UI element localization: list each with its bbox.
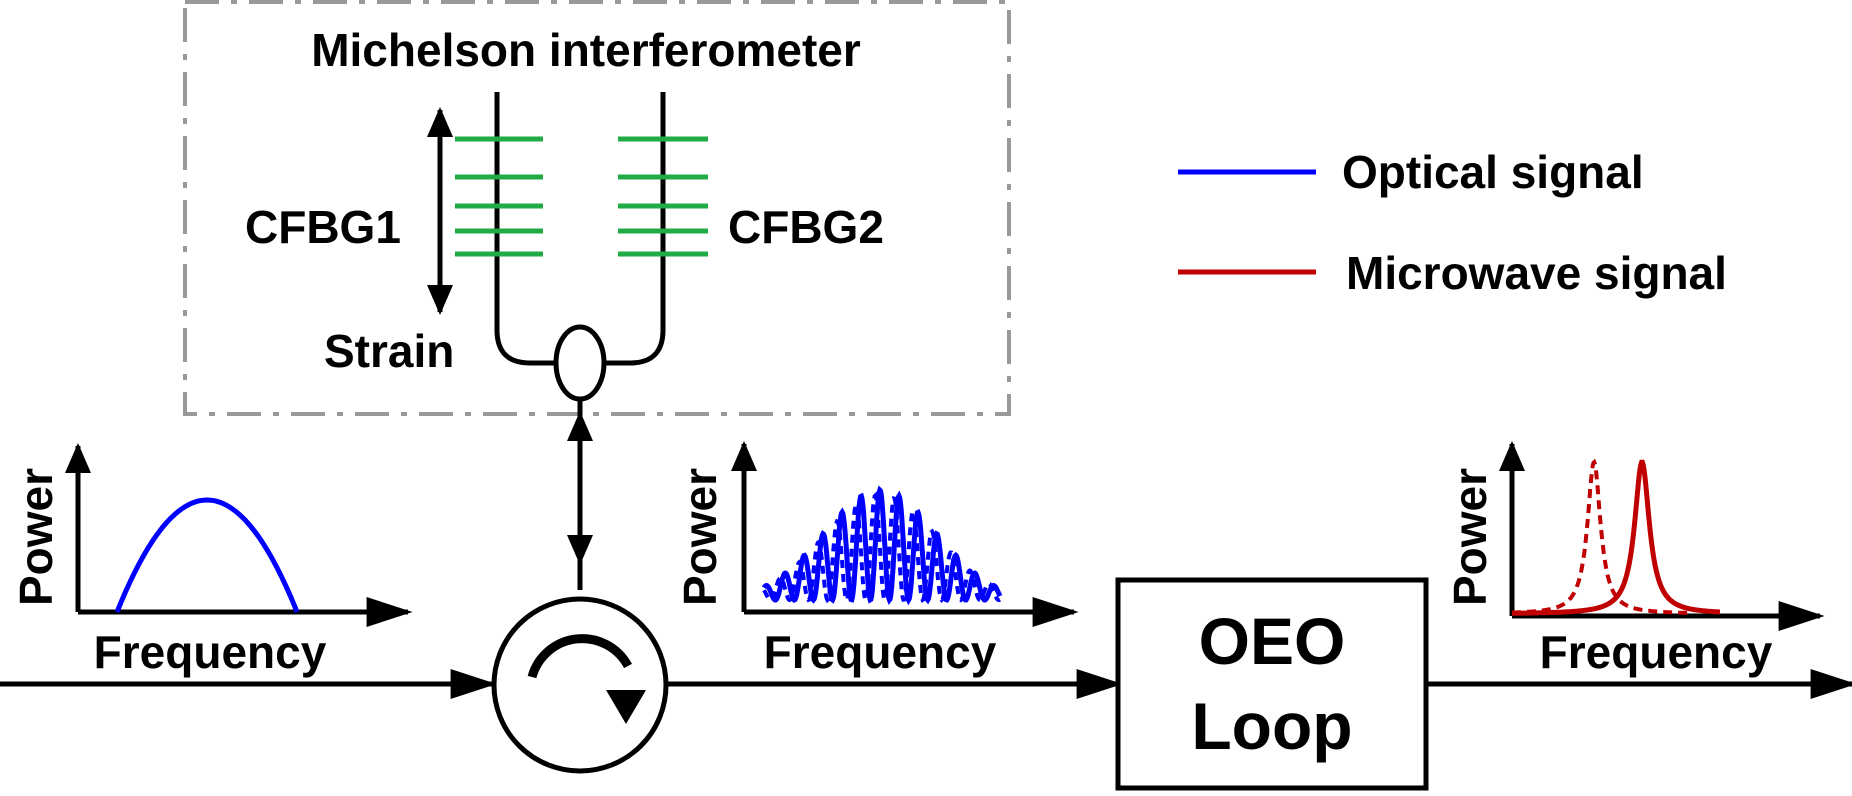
circulator-icon	[491, 596, 669, 774]
oeo-loop-box	[1115, 577, 1429, 791]
legend-optical-label: Optical signal	[1342, 146, 1644, 198]
fiber-arm-left	[494, 92, 556, 366]
circulator-rotation-arrow	[527, 634, 632, 679]
oeo-label: OEO	[1199, 604, 1346, 678]
spectrum-interference-ylabel: Power	[674, 468, 726, 606]
strain-label: Strain	[324, 325, 454, 377]
spectrum-microwave-ylabel: Power	[1444, 468, 1496, 606]
fiber-arm-right	[604, 92, 666, 366]
cfbg1-grating	[455, 136, 543, 257]
spectrum-input-ylabel: Power	[10, 468, 62, 606]
cfbg2-label: CFBG2	[728, 201, 884, 253]
spectrum-microwave-peak	[1512, 459, 1720, 616]
spectrum-interference: Power Frequency	[674, 441, 1079, 678]
spectrum-input-xlabel: Frequency	[94, 626, 327, 678]
cfbg1-label: CFBG1	[245, 201, 401, 253]
interferometer-box	[183, 0, 1011, 416]
spectrum-microwave: Power Frequency	[1444, 441, 1825, 678]
cfbg2-grating	[618, 136, 708, 257]
spectrum-interference-curve-dashed	[762, 491, 1001, 605]
spectrum-input-curve	[114, 497, 300, 613]
coupler-icon	[553, 324, 607, 402]
spectrum-interference-curve	[761, 485, 1003, 606]
interferometer-title: Michelson interferometer	[311, 24, 861, 76]
spectrum-microwave-xlabel: Frequency	[1540, 626, 1773, 678]
loop-label: Loop	[1191, 689, 1352, 763]
circulator-arrowhead	[606, 690, 646, 724]
spectrum-input: Power Frequency	[10, 443, 413, 678]
spectrum-interference-xlabel: Frequency	[764, 626, 997, 678]
legend-microwave-label: Microwave signal	[1346, 247, 1727, 299]
legend: Optical signal Microwave signal	[1178, 146, 1727, 299]
